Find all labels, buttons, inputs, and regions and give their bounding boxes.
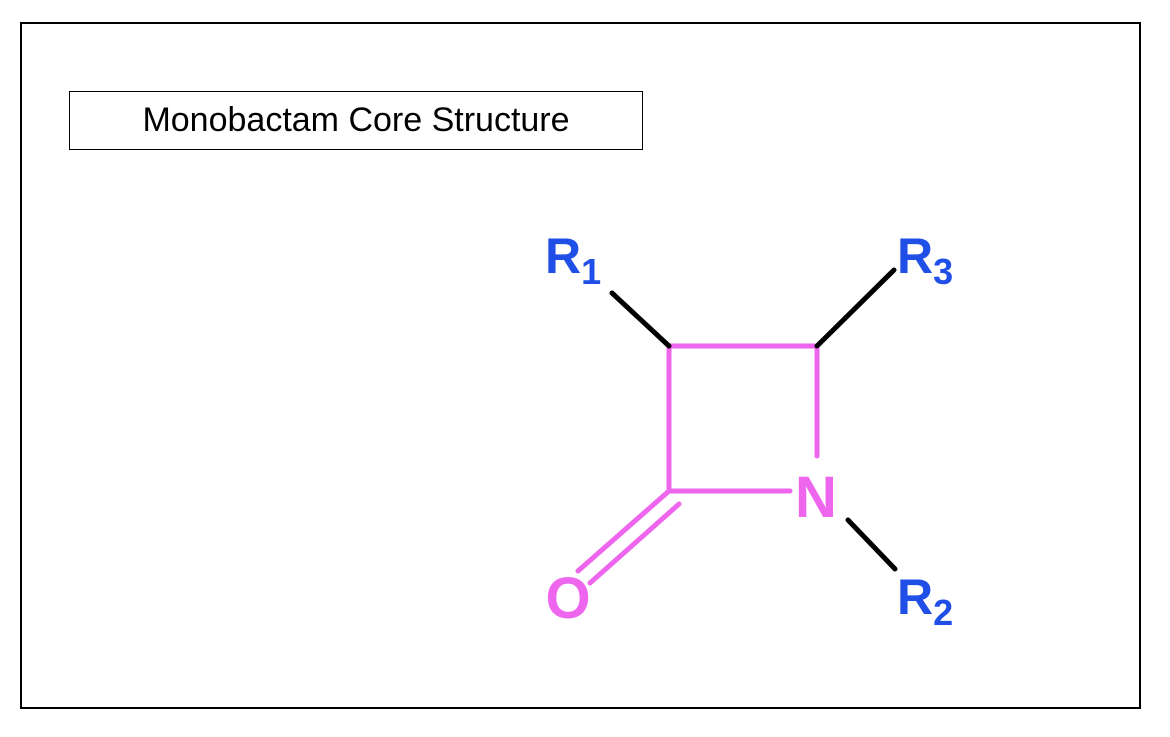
r1-label: R1 (545, 228, 601, 292)
lactam-ring (575, 343, 820, 586)
bond-c4-r3 (814, 267, 897, 349)
r2-subscript: 2 (933, 592, 953, 633)
title-box: Monobactam Core Structure (69, 91, 643, 150)
bond-c3-r1 (609, 290, 672, 349)
r1-base: R (545, 228, 581, 284)
oxygen-atom: O (545, 566, 590, 631)
double-bond-co-inner (587, 501, 682, 586)
r3-label: R3 (897, 228, 953, 292)
title-text: Monobactam Core Structure (142, 101, 570, 139)
r3-subscript: 3 (933, 251, 953, 292)
r2-base: R (897, 569, 933, 625)
bond-n-r2 (845, 517, 898, 572)
double-bond-co-outer (575, 488, 672, 574)
substituent-bonds (609, 267, 898, 572)
nitrogen-atom: N (795, 465, 837, 530)
diagram-frame (20, 22, 1141, 709)
r3-base: R (897, 228, 933, 284)
r1-subscript: 1 (581, 251, 601, 292)
r2-label: R2 (897, 569, 953, 633)
